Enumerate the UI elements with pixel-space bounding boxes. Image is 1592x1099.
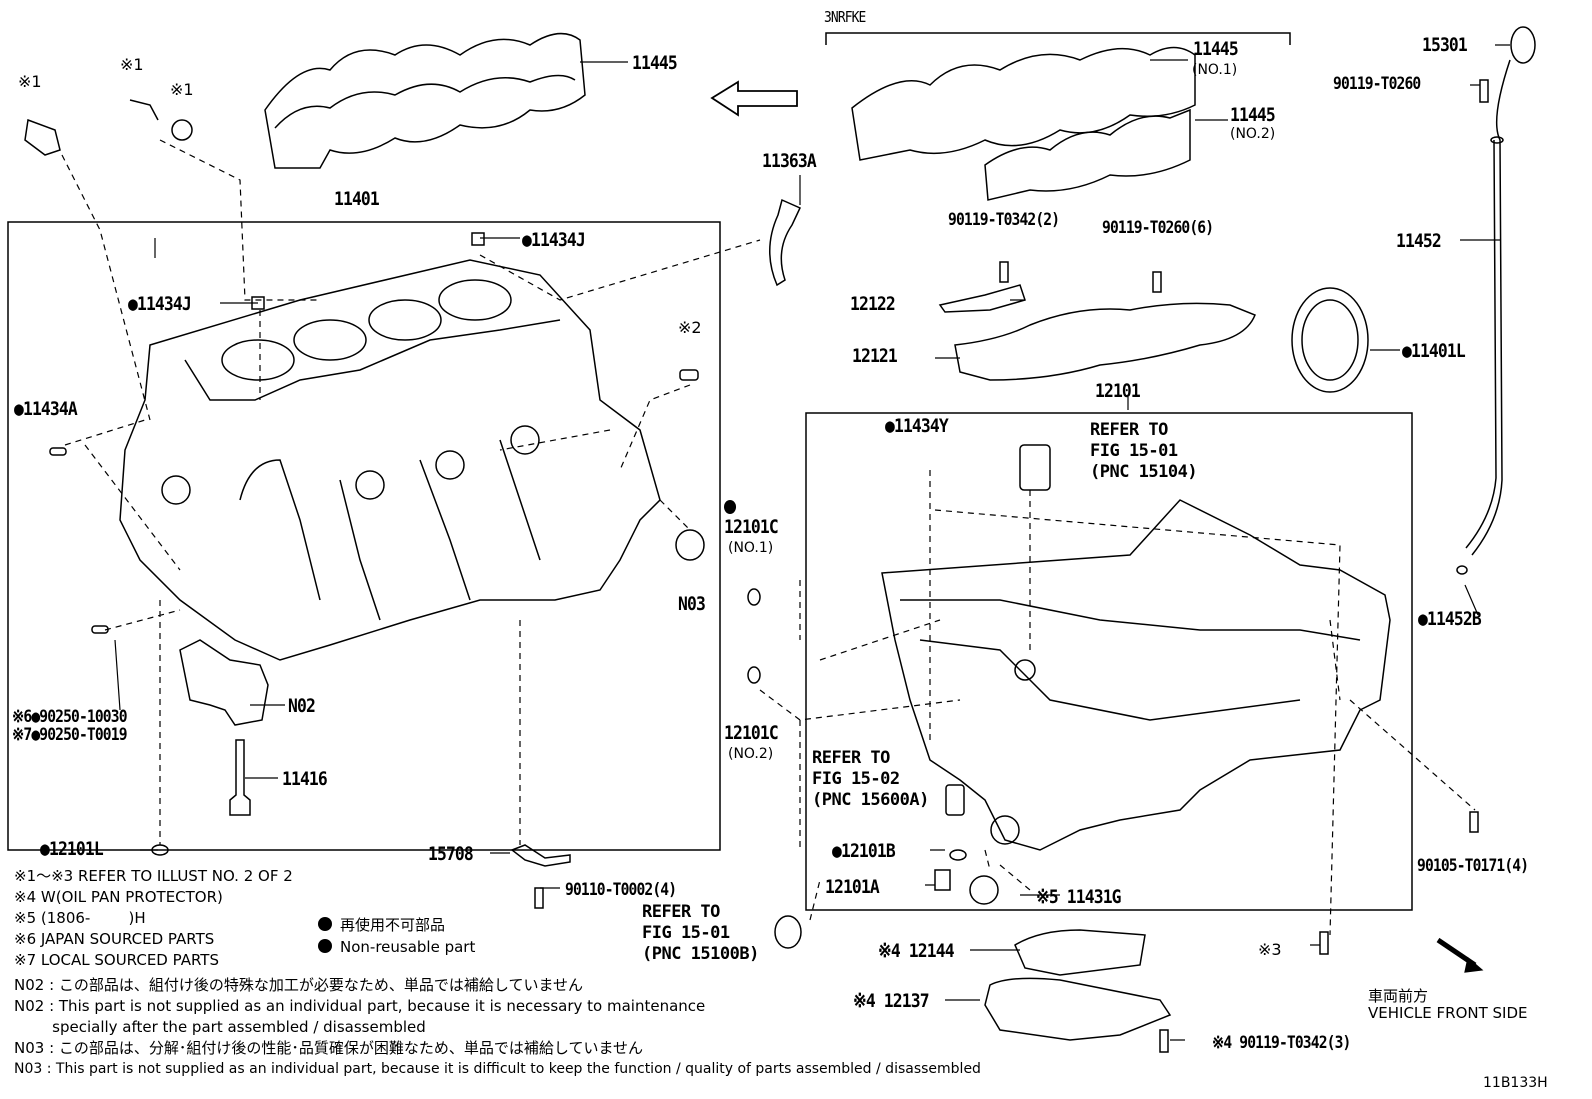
mark-2: ※2 bbox=[678, 318, 702, 337]
part-12121-label[interactable]: 12121 bbox=[852, 345, 898, 367]
note-line: ※5 (1806- )H bbox=[14, 909, 146, 927]
direction-arrow bbox=[710, 80, 798, 117]
part-11401l-label[interactable]: ●11401L bbox=[1402, 340, 1466, 362]
part-12101c-no1-note: (NO.1) bbox=[728, 540, 774, 556]
note-line: ※6 JAPAN SOURCED PARTS bbox=[14, 930, 215, 948]
part-11445-no1-label[interactable]: 11445 bbox=[1193, 38, 1239, 60]
oil-pan-frame bbox=[805, 412, 1413, 911]
refer-fig-15-02[interactable]: REFER TO FIG 15-02 (PNC 15600A) bbox=[812, 748, 929, 810]
mark-1-b: ※1 bbox=[120, 55, 144, 74]
oil-pan-protector bbox=[1014, 929, 1146, 976]
oil-pan bbox=[881, 499, 1391, 851]
notes-block: ※1～※3 REFER TO ILLUST NO. 2 OF 2 ※4 W(OI… bbox=[14, 866, 293, 971]
note-line: ※7 LOCAL SOURCED PARTS bbox=[14, 951, 219, 969]
part-12101c-no1-label[interactable] bbox=[724, 500, 743, 516]
oil-pan-protector-bracket bbox=[984, 977, 1172, 1041]
refer-fig-15-01-a[interactable]: REFER TO FIG 15-01 (PNC 15104) bbox=[1090, 420, 1198, 482]
o-ring-11452b bbox=[1456, 565, 1468, 575]
part-90250-10030-label[interactable]: ※6●90250-10030 bbox=[12, 707, 128, 727]
cylinder-block bbox=[119, 259, 661, 661]
vehicle-front-jp: 車両前方 bbox=[1368, 987, 1429, 1005]
part-11434y-label[interactable]: ●11434Y bbox=[885, 415, 949, 437]
oil-seal bbox=[1291, 287, 1369, 393]
legend-jp-text: 再使用不可部品 bbox=[340, 916, 446, 934]
part-11445-no2-note: (NO.2) bbox=[1230, 126, 1276, 142]
non-reusable-dot bbox=[724, 500, 737, 514]
mark-1-c: ※1 bbox=[170, 80, 194, 99]
dipstick bbox=[1465, 59, 1511, 556]
o-ring-no1 bbox=[747, 588, 761, 606]
gasket-15100b bbox=[774, 915, 802, 949]
part-12144-label[interactable]: ※4 12144 bbox=[878, 940, 955, 962]
part-15301-label[interactable]: 15301 bbox=[1422, 34, 1468, 56]
part-11452-label[interactable]: 11452 bbox=[1396, 230, 1442, 252]
legend-jp: 再使用不可部品 bbox=[318, 914, 445, 935]
legend-en-text: Non-reusable part bbox=[340, 938, 476, 956]
part-90119-t0342-2-label[interactable]: 90119-T0342(2) bbox=[948, 210, 1060, 230]
note-line: ※1～※3 REFER TO ILLUST NO. 2 OF 2 bbox=[14, 867, 293, 885]
part-11445-label[interactable]: 11445 bbox=[632, 52, 678, 74]
n03-label[interactable]: N03 bbox=[678, 593, 706, 615]
dipstick-handle bbox=[1510, 26, 1536, 64]
part-12101a-label[interactable]: 12101A bbox=[825, 876, 880, 898]
note-line: ※4 W(OIL PAN PROTECTOR) bbox=[14, 888, 223, 906]
baffle-12122 bbox=[938, 284, 1026, 313]
part-12137-label[interactable]: ※4 12137 bbox=[853, 990, 930, 1012]
mark-1-a: ※1 bbox=[18, 72, 42, 91]
illustration-id: 11B133H bbox=[1483, 1075, 1548, 1091]
timing-cover-no1 bbox=[851, 46, 1196, 161]
part-12101c-no2-note: (NO.2) bbox=[728, 746, 774, 762]
part-90119-t0342-3-label[interactable]: ※4 90119-T0342(3) bbox=[1212, 1033, 1351, 1053]
footnotes-block: N02 : この部品は、組付け後の特殊な加工が必要なため、単品では補給していませ… bbox=[14, 975, 981, 1080]
footnote-line: N03 : この部品は、分解･組付け後の性能･品質確保が困難なため、単品では補給… bbox=[14, 1039, 644, 1057]
part-11363a-label[interactable]: 11363A bbox=[762, 150, 817, 172]
footnote-line: N02 : この部品は、組付け後の特殊な加工が必要なため、単品では補給していませ… bbox=[14, 976, 584, 994]
strainer bbox=[1019, 444, 1051, 491]
part-90110-t0002-label[interactable]: 90110-T0002(4) bbox=[565, 880, 677, 900]
vehicle-front-en: VEHICLE FRONT SIDE bbox=[1368, 1004, 1528, 1022]
timing-cover-11445 bbox=[264, 32, 586, 169]
part-90119-t0260-6-label[interactable]: 90119-T0260(6) bbox=[1102, 218, 1214, 238]
n02-label[interactable]: N02 bbox=[288, 695, 316, 717]
plug-n03 bbox=[675, 529, 705, 561]
bearing-cap bbox=[179, 639, 269, 726]
legend-dot bbox=[318, 917, 332, 931]
refer-fig-15-01-b[interactable]: REFER TO FIG 15-01 (PNC 15100B) bbox=[642, 902, 759, 964]
part-12101-label[interactable]: 12101 bbox=[1095, 380, 1141, 402]
sensor bbox=[24, 118, 61, 156]
part-12101c-no2-label[interactable]: 12101C bbox=[724, 722, 779, 744]
o-ring-no2 bbox=[747, 666, 761, 684]
part-90250-t0019-label[interactable]: ※7●90250-T0019 bbox=[12, 725, 128, 745]
oil-tube bbox=[510, 844, 571, 867]
footnote-line: N02 : This part is not supplied as an in… bbox=[14, 997, 706, 1015]
part-12101l-label[interactable]: ●12101L bbox=[40, 838, 104, 860]
mark-3: ※3 bbox=[1258, 940, 1282, 959]
part-11431g-label[interactable]: ※5 11431G bbox=[1036, 886, 1122, 908]
part-11452b-label[interactable]: ●11452B bbox=[1418, 608, 1482, 630]
part-11445-no2-label[interactable]: 11445 bbox=[1230, 104, 1276, 126]
bracket-11363a bbox=[769, 198, 802, 287]
timing-cover-no2 bbox=[984, 108, 1191, 201]
part-11434j-mid-label[interactable]: ●11434J bbox=[128, 293, 192, 315]
bolt-11416 bbox=[229, 739, 251, 816]
part-12101b-label[interactable]: ●12101B bbox=[832, 840, 896, 862]
legend-dot bbox=[318, 939, 332, 953]
footnote-line: N03 : This part is not supplied as an in… bbox=[14, 1061, 981, 1077]
part-11434a-label[interactable]: ●11434A bbox=[14, 398, 78, 420]
part-12101c-no1-text[interactable]: 12101C bbox=[724, 516, 779, 538]
footnote-line: specially after the part assembled / dis… bbox=[14, 1018, 426, 1036]
part-12122-label[interactable]: 12122 bbox=[850, 293, 896, 315]
part-90105-t0171-label[interactable]: 90105-T0171(4) bbox=[1417, 856, 1529, 876]
baffle-12121 bbox=[954, 302, 1256, 381]
part-11416-label[interactable]: 11416 bbox=[282, 768, 328, 790]
engine-variant-label: 3NRFKE bbox=[824, 8, 866, 26]
part-11434j-top-label[interactable]: ●11434J bbox=[522, 229, 586, 251]
part-90119-t0260-label[interactable]: 90119-T0260 bbox=[1333, 74, 1421, 94]
legend-en: Non-reusable part bbox=[318, 938, 475, 956]
engine-block-frame bbox=[7, 221, 721, 851]
part-11445-no1-note: (NO.1) bbox=[1192, 62, 1238, 78]
part-15708-label[interactable]: 15708 bbox=[428, 843, 474, 865]
part-11401-label[interactable]: 11401 bbox=[334, 188, 380, 210]
